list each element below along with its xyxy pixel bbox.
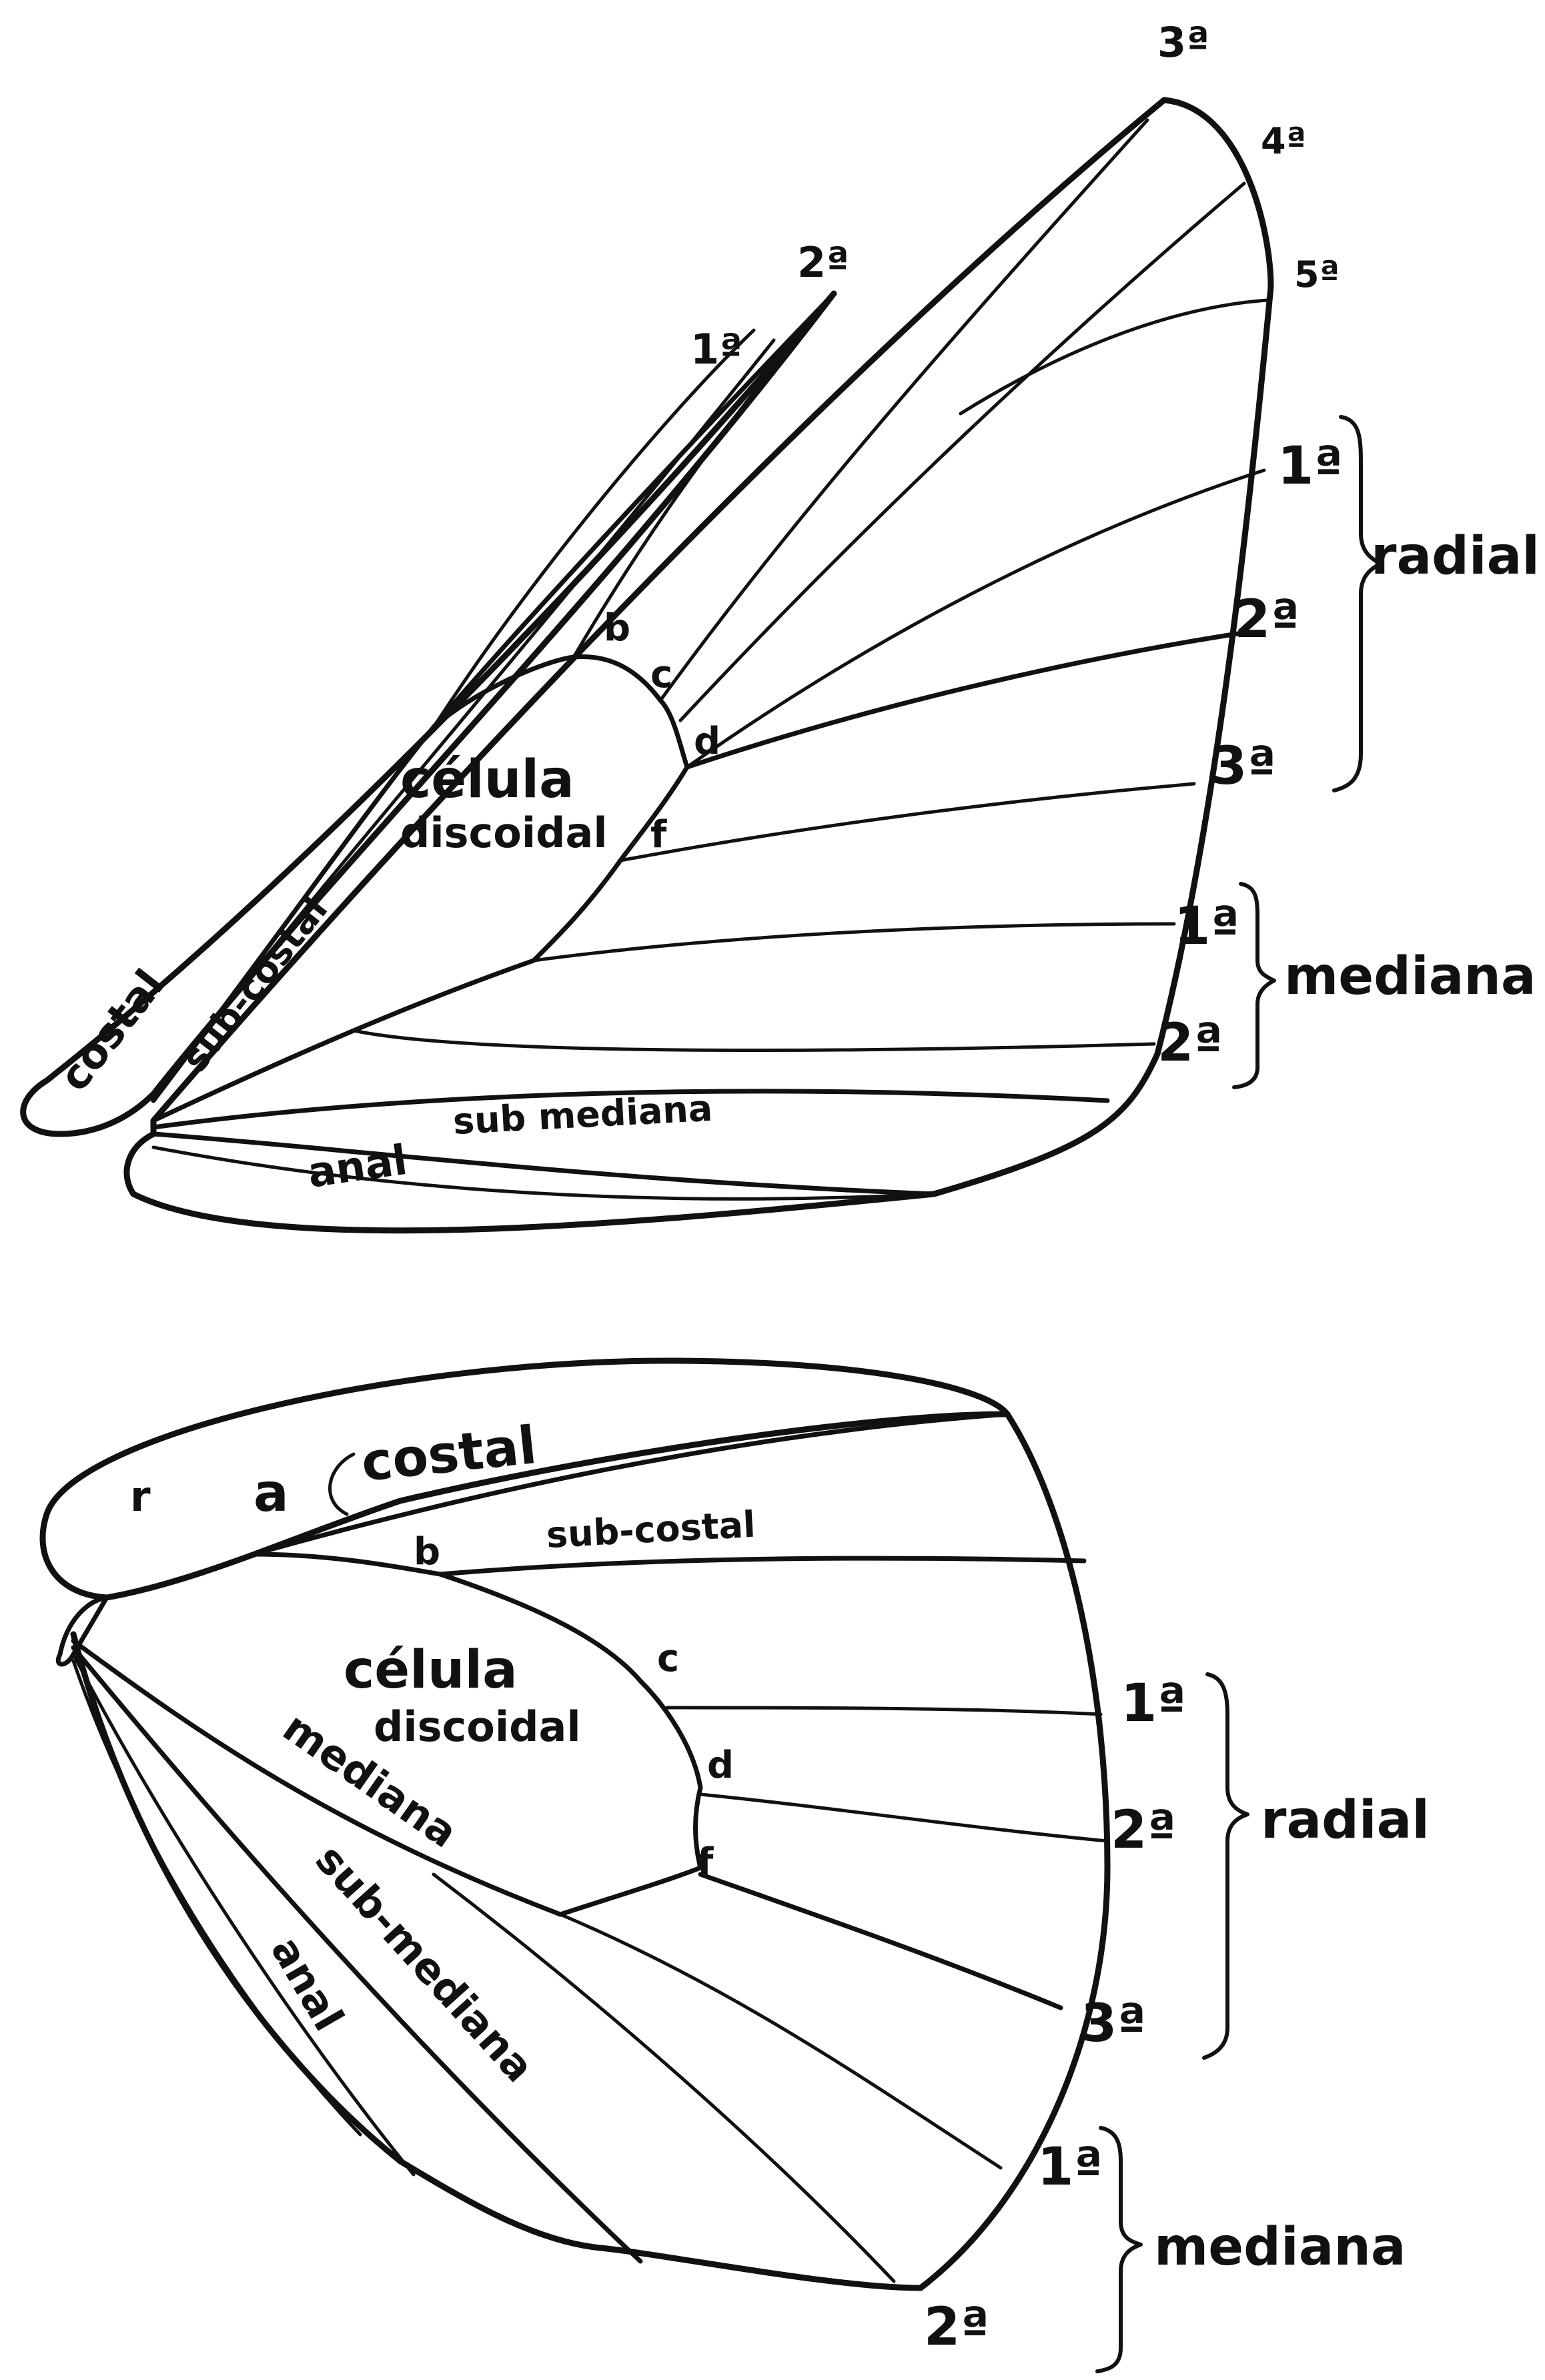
forewing-radial-3	[620, 784, 1194, 860]
hindwing-radial-1	[667, 1708, 1101, 1714]
hindwing-costal-lobe	[43, 1361, 1007, 1598]
forewing-point-b: b	[604, 606, 630, 650]
hindwing-cell-label-2: discoidal	[374, 1702, 581, 1751]
hindwing: costal sub-costal célula discoidal media…	[43, 1361, 1430, 2371]
hindwing-mediana-1	[560, 1914, 1001, 2168]
forewing: costal sub-costal célula discoidal sub m…	[23, 18, 1540, 1231]
hindwing-mediana-group-label: mediana	[1154, 2217, 1406, 2277]
hindwing-subcostal-vein	[253, 1554, 1084, 1574]
hindwing-subcostal-label: sub-costal	[545, 1504, 756, 1556]
forewing-cell-label-2: discoidal	[400, 808, 608, 857]
forewing-radial-1	[687, 470, 1264, 767]
hindwing-point-d: d	[707, 1744, 734, 1787]
hindwing-marker-r: r	[130, 1472, 151, 1521]
forewing-radial-group-label: radial	[1371, 526, 1540, 586]
forewing-radial-number-2: 2ª	[1234, 590, 1300, 650]
hindwing-base	[58, 1598, 107, 1664]
forewing-costal-label: costal	[49, 961, 173, 1101]
forewing-radial-number-1: 1ª	[1277, 436, 1343, 496]
forewing-mediana-bracket	[1234, 884, 1274, 1087]
hindwing-radial-number-3: 3ª	[1081, 1994, 1146, 2054]
hindwing-point-b: b	[414, 1530, 440, 1574]
hindwing-radial-bracket	[1204, 1674, 1247, 2058]
hindwing-radial-2	[700, 1794, 1107, 1841]
forewing-inner-margin-line	[153, 1134, 934, 1194]
forewing-branch-4	[680, 183, 1244, 720]
forewing-branch-number-3: 3ª	[1157, 18, 1209, 67]
hindwing-anal-label: anal	[262, 1928, 354, 2039]
forewing-branch-1	[434, 330, 754, 727]
forewing-outline	[127, 100, 1271, 1231]
hindwing-mediana-bracket	[1097, 2128, 1141, 2371]
forewing-anal-label: anal	[305, 1135, 410, 1197]
forewing-branch-number-5: 5ª	[1294, 253, 1340, 295]
hindwing-radial-3	[700, 1874, 1061, 2008]
hindwing-marker-a: a	[253, 1463, 289, 1524]
hindwing-submediana-label: sub-mediana	[306, 1835, 544, 2091]
forewing-mediana-group-label: mediana	[1284, 947, 1536, 1007]
hindwing-costal-label: costal	[359, 1415, 540, 1494]
forewing-cell-label-1: célula	[400, 750, 574, 810]
forewing-branch-number-4: 4ª	[1261, 120, 1306, 162]
forewing-radial-2	[687, 634, 1237, 767]
forewing-mediana-number-2: 2ª	[1157, 1013, 1223, 1073]
hindwing-point-c: c	[657, 1637, 679, 1680]
forewing-point-d: d	[694, 720, 720, 763]
forewing-point-f: f	[650, 813, 667, 856]
forewing-anal-vein	[153, 1147, 934, 1199]
forewing-branch-number-1: 1ª	[690, 325, 742, 374]
forewing-mediana-2	[354, 1031, 1154, 1051]
forewing-mediana-1	[534, 924, 1174, 961]
forewing-branch-number-2: 2ª	[797, 238, 849, 287]
hindwing-mediana-number-2: 2ª	[924, 2297, 989, 2357]
hindwing-radial-group-label: radial	[1261, 1790, 1430, 1850]
forewing-point-c: c	[650, 653, 672, 696]
hindwing-mediana-number-1: 1ª	[1037, 2137, 1103, 2197]
hindwing-radial-number-1: 1ª	[1121, 1674, 1186, 1734]
forewing-radial-number-3: 3ª	[1211, 736, 1276, 796]
hindwing-radial-number-2: 2ª	[1111, 1800, 1176, 1860]
hindwing-costal-mark	[330, 1454, 354, 1514]
hindwing-point-f: f	[697, 1840, 714, 1884]
hindwing-cell-label-1: célula	[344, 1640, 518, 1700]
forewing-mediana-number-1: 1ª	[1174, 897, 1239, 957]
